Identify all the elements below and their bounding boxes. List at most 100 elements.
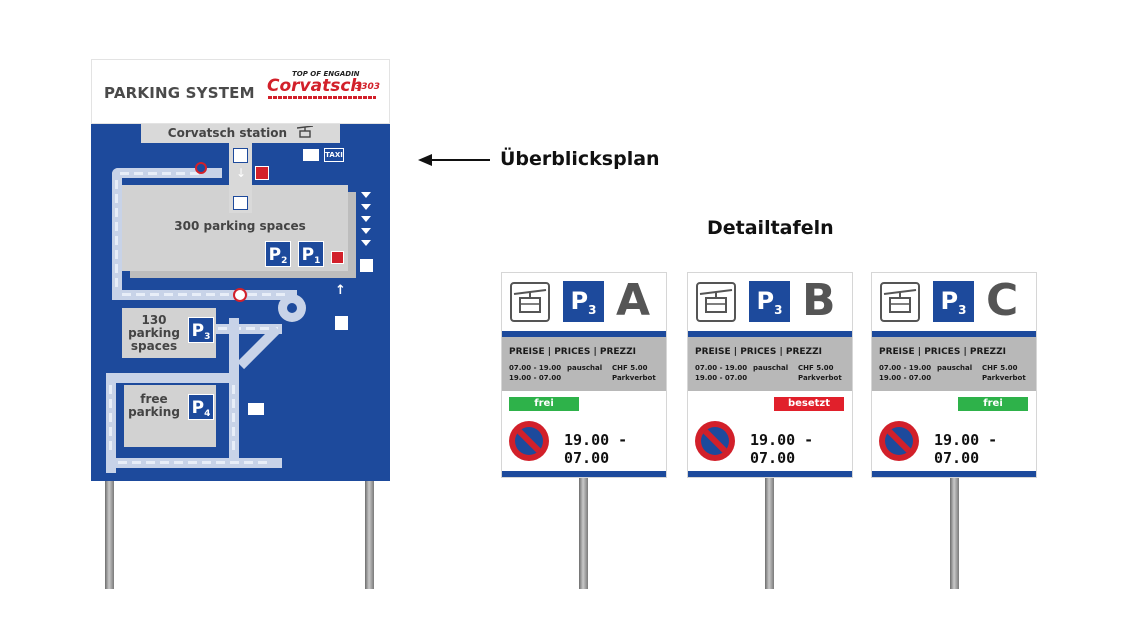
payment-icon [255, 166, 269, 180]
parking-p3-badge: P3 [563, 281, 604, 322]
p4-label-line: free [140, 392, 168, 406]
arrow-down-icon: ↓ [236, 166, 247, 180]
detail-post-b [765, 477, 774, 589]
parking-letter: P [570, 287, 589, 315]
p3-badge: P3 [188, 317, 214, 343]
price-time: 07.00 - 19.00 [509, 364, 562, 372]
no-parking-icon [509, 421, 549, 461]
p4-lot-label: free parking [124, 393, 184, 419]
road-marking [218, 327, 278, 330]
price-time: 19.00 - 07.00 [509, 374, 562, 382]
no-parking-icon [695, 421, 735, 461]
gondola-icon [297, 125, 314, 138]
p2-badge: P2 [265, 241, 291, 267]
price-header: PREISE | PRICES | PREZZI [509, 347, 636, 357]
gondola-icon [880, 282, 920, 322]
no-entry-icon [195, 162, 207, 174]
p4-badge: P4 [188, 394, 214, 420]
p1-badge: P1 [298, 241, 324, 267]
p3-capacity: 130 [141, 313, 167, 327]
bus-icon [247, 402, 265, 416]
sign-stripe [688, 471, 852, 477]
price-band [872, 337, 1036, 391]
price-kind: pauschal [937, 364, 973, 372]
availability-status: frei [509, 397, 579, 411]
road-marking [120, 172, 200, 175]
parking-letter: P [756, 287, 775, 315]
barrier-icon [233, 288, 247, 302]
logo-tagline: TOP OF ENGADIN [292, 70, 360, 78]
pedestrian-icon [334, 315, 349, 331]
p3-lot-label: 130 parking spaces [124, 314, 184, 353]
price-band [502, 337, 666, 391]
sign-stripe [502, 471, 666, 477]
sign-stripe [872, 471, 1036, 477]
p3-label-line: parking [128, 326, 180, 340]
price-kind: pauschal [753, 364, 789, 372]
direction-triangles [361, 192, 371, 246]
road-marking [118, 461, 268, 464]
detail-sign-c: P3 C PREISE | PRICES | PREZZI 07.00 - 19… [871, 272, 1037, 478]
price-time: 19.00 - 07.00 [879, 374, 932, 382]
overview-title: PARKING SYSTEM [104, 84, 255, 102]
parking-p3-badge: P3 [749, 281, 790, 322]
sign-stripe [688, 331, 852, 337]
road-marking [109, 385, 112, 455]
price-header: PREISE | PRICES | PREZZI [879, 347, 1006, 357]
price-value: CHF 5.00 [982, 364, 1018, 372]
price-value: CHF 5.00 [798, 364, 834, 372]
restriction-time: 19.00 - 07.00 [934, 431, 998, 467]
no-parking-icon [879, 421, 919, 461]
detail-post-a [579, 477, 588, 589]
zone-letter: B [802, 275, 836, 326]
price-value: Parkverbot [982, 374, 1026, 382]
detail-sign-b: P3 B PREISE | PRICES | PREZZI 07.00 - 19… [687, 272, 853, 478]
parking-letter: P [940, 287, 959, 315]
station-text: Corvatsch station [167, 126, 288, 140]
detail-sign-a: P3 A PREISE | PRICES | PREZZI 07.00 - 19… [501, 272, 667, 478]
taxi-icon: TAXI [324, 148, 344, 162]
detail-post-c [950, 477, 959, 589]
ski-icon [359, 258, 374, 273]
p3-label-line: spaces [130, 339, 178, 353]
road-marking [248, 293, 288, 296]
pedestrian-icon [233, 148, 248, 163]
sign-stripe [872, 331, 1036, 337]
price-header: PREISE | PRICES | PREZZI [695, 347, 822, 357]
logo-number: 3303 [355, 82, 381, 92]
logo-underline [268, 96, 376, 99]
sign-post-right [365, 481, 374, 589]
road-marking [115, 180, 118, 288]
road-p4-top [106, 373, 236, 383]
gondola-icon [696, 282, 736, 322]
gondola-icon [510, 282, 550, 322]
sign-post-left [105, 481, 114, 589]
availability-status: frei [958, 397, 1028, 411]
station-label: Corvatsch station [141, 124, 340, 143]
overview-plan-label: Überblicksplan [500, 148, 660, 170]
price-time: 07.00 - 19.00 [695, 364, 748, 372]
overview-sign-header [91, 59, 390, 124]
parking-p3-badge: P3 [933, 281, 974, 322]
sign-stripe [502, 331, 666, 337]
arrow-up-icon: ↑ [335, 283, 346, 298]
zone-letter: A [616, 275, 651, 326]
parking-number: 3 [958, 303, 967, 317]
parking-number: 3 [774, 303, 783, 317]
price-kind: pauschal [567, 364, 603, 372]
restriction-time: 19.00 - 07.00 [750, 431, 814, 467]
price-value: Parkverbot [798, 374, 842, 382]
p4-label-line: parking [128, 405, 180, 419]
pointer-arrow-icon [418, 154, 490, 166]
road-marking [122, 293, 232, 296]
roundabout-center [287, 303, 297, 313]
payment-icon [331, 251, 344, 264]
garage-capacity-label: 300 parking spaces [174, 219, 306, 233]
road-marking [232, 385, 235, 455]
zone-letter: C [986, 275, 1019, 326]
price-value: CHF 5.00 [612, 364, 648, 372]
bus-icon [302, 148, 320, 162]
price-value: Parkverbot [612, 374, 656, 382]
detail-boards-heading: Detailtafeln [707, 217, 834, 239]
logo-brand: Corvatsch [267, 76, 363, 96]
